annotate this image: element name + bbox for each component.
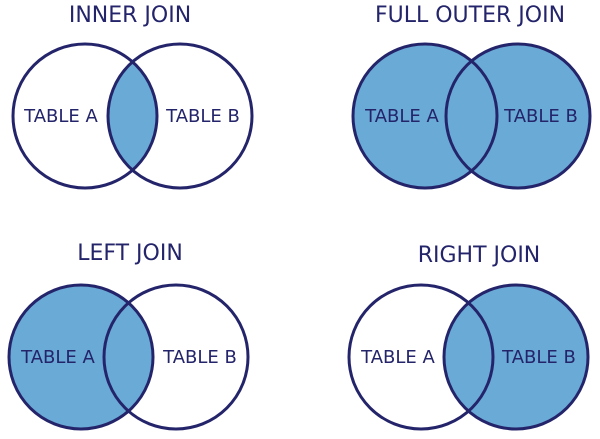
table-b-label: TABLE B xyxy=(503,106,578,127)
table-b-circle xyxy=(106,42,254,190)
table-a-circle xyxy=(7,283,155,431)
diagram-title: LEFT JOIN xyxy=(77,241,183,266)
intersection-region xyxy=(108,44,157,188)
table-b-label: TABLE B xyxy=(501,347,576,368)
table-b-region xyxy=(444,285,588,429)
table-b-label: TABLE B xyxy=(162,347,237,368)
diagram-title: INNER JOIN xyxy=(69,3,191,28)
table-b-circle xyxy=(444,42,592,190)
diagram-full-outer-join: FULL OUTER JOIN TABLE A TABLE B xyxy=(351,3,592,190)
table-a-label: TABLE A xyxy=(360,347,435,368)
table-a-circle xyxy=(351,42,499,190)
table-a-label: TABLE A xyxy=(364,106,439,127)
table-a-label: TABLE A xyxy=(23,106,98,127)
diagram-inner-join: INNER JOIN TABLE A TABLE B xyxy=(11,3,254,190)
diagram-right-join: RIGHT JOIN TABLE A TABLE B xyxy=(347,243,590,431)
table-b-circle xyxy=(102,283,250,431)
table-b-region xyxy=(446,44,590,188)
diagram-title: FULL OUTER JOIN xyxy=(375,3,565,28)
table-a-circle xyxy=(11,42,159,190)
diagram-left-join: LEFT JOIN TABLE A TABLE B xyxy=(7,241,250,431)
table-a-circle xyxy=(347,283,495,431)
table-a-region xyxy=(9,285,153,429)
table-a-label: TABLE A xyxy=(20,347,95,368)
diagram-title: RIGHT JOIN xyxy=(418,243,541,268)
table-b-circle xyxy=(442,283,590,431)
table-b-label: TABLE B xyxy=(165,106,240,127)
